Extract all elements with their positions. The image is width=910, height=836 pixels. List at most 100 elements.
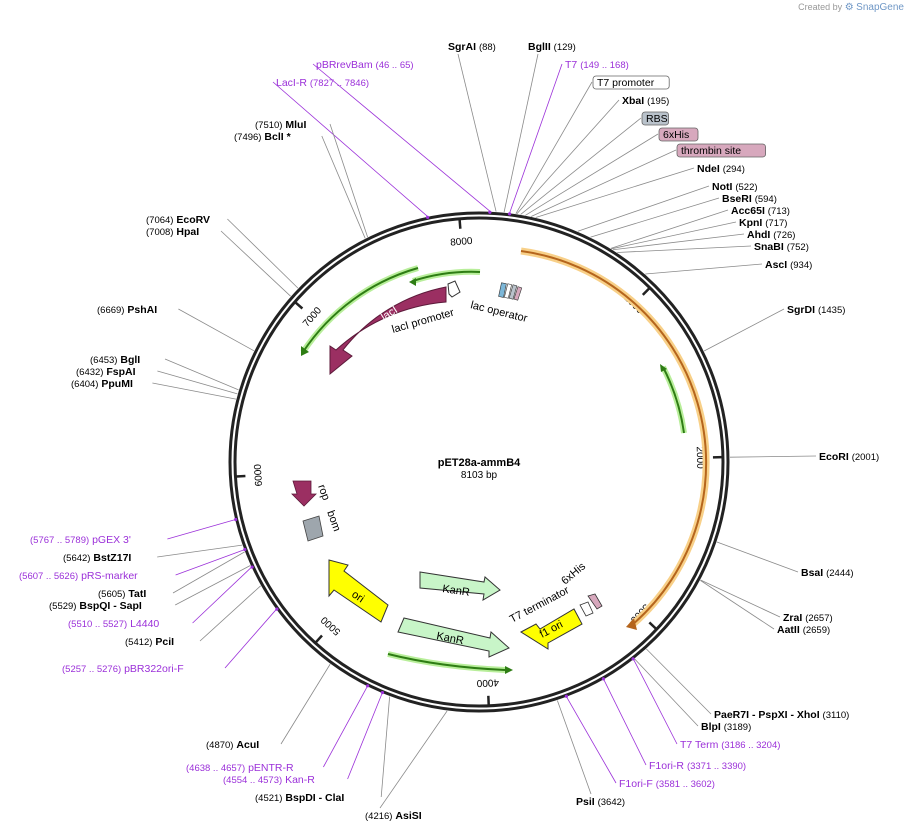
label-zrai[interactable]: ZraI (2657): [783, 612, 833, 624]
label-hpai[interactable]: (7008) HpaI: [146, 226, 199, 238]
label-name-bcli: BclI *: [264, 131, 291, 143]
label-f1orir[interactable]: F1ori-R (3371 .. 3390): [649, 760, 746, 772]
label-pos-pentrr: (4638 .. 4657): [186, 763, 245, 774]
label-pos-f1orif: (3581 .. 3602): [656, 779, 715, 790]
laci-feature[interactable]: lacI: [329, 286, 447, 376]
label-sgrdi[interactable]: SgrDI (1435): [787, 304, 845, 316]
tick-label-4000: 4000: [476, 676, 499, 688]
kanr-bottom-feature[interactable]: KanR: [397, 617, 510, 658]
label-bstz17i[interactable]: (5642) BstZ17I: [63, 552, 131, 564]
label-text-bglii: BglII (129): [528, 41, 576, 53]
label-tati[interactable]: (5605) TatI: [98, 588, 146, 600]
label-ppumi[interactable]: (6404) PpuMI: [71, 378, 133, 390]
snapgene-brand: SnapGene: [856, 2, 904, 13]
orf-right-small[interactable]: [660, 364, 687, 434]
tick-mark-7000: [294, 301, 304, 310]
leader-noti: [577, 185, 710, 232]
label-text-t7: T7 (149 .. 168): [565, 59, 629, 71]
kanr-top-feature[interactable]: KanR: [419, 571, 501, 601]
label-acui[interactable]: (4870) AcuI: [206, 739, 259, 751]
label-bglii[interactable]: BglII (129): [528, 41, 576, 53]
label-name-asisi: AsiSI: [395, 810, 421, 822]
label-name-bspqi: BspQI - SapI: [79, 600, 142, 612]
label-kanr_p[interactable]: (4554 .. 4573) Kan-R: [223, 774, 315, 786]
label-pos-bsai: (2444): [826, 568, 853, 579]
label-pbr322[interactable]: (5257 .. 5276) pBR322ori-F: [62, 663, 184, 675]
leader-mlui: [329, 123, 368, 238]
primer-mark-pbrrevbam: [488, 210, 492, 214]
label-pbrrevbam[interactable]: pBRrevBam (46 .. 65): [316, 59, 414, 71]
label-ahdi[interactable]: AhdI (726): [747, 229, 795, 241]
label-bsai[interactable]: BsaI (2444): [801, 567, 854, 579]
label-pos-bgli: (6453): [90, 355, 117, 366]
label-ecori[interactable]: EcoRI (2001): [819, 451, 879, 463]
label-l4440[interactable]: (5510 .. 5527) L4440: [68, 618, 159, 630]
label-bspqi[interactable]: (5529) BspQI - SapI: [49, 600, 142, 612]
label-6xhis[interactable]: 6xHis: [658, 127, 699, 142]
label-ecorv[interactable]: (7064) EcoRV: [146, 214, 210, 226]
orf-bottom[interactable]: [387, 651, 513, 674]
label-pos-noti: (522): [735, 182, 757, 193]
bom-feature[interactable]: bom: [302, 509, 343, 542]
orf-top-left[interactable]: [409, 268, 481, 286]
label-pos-zrai: (2657): [805, 613, 832, 624]
label-name-psii: PsiI: [576, 796, 595, 808]
label-text-acui: (4870) AcuI: [206, 739, 259, 751]
label-fspai[interactable]: (6432) FspAI: [76, 366, 136, 378]
orf-right[interactable]: [520, 247, 710, 630]
label-prsmarker[interactable]: (5607 .. 5626) pRS-marker: [19, 570, 138, 582]
orf-left-large[interactable]: [300, 265, 419, 356]
label-asci[interactable]: AscI (934): [765, 259, 812, 271]
label-kpni[interactable]: KpnI (717): [739, 217, 787, 229]
ori-feature[interactable]: ori: [328, 559, 389, 623]
label-bspdi[interactable]: (4521) BspDI - ClaI: [255, 792, 344, 804]
primer-mark-pgex3: [234, 517, 238, 522]
label-pos-tati: (5605): [98, 589, 125, 600]
label-pos-ndei: (294): [723, 164, 745, 175]
label-pshai[interactable]: (6669) PshAI: [97, 304, 157, 316]
leader-acui: [280, 663, 331, 745]
rop-feature[interactable]: rop: [291, 480, 332, 507]
6xhis-inner-feature[interactable]: 6xHis: [559, 560, 603, 610]
created-by-label: Created by: [798, 2, 843, 12]
label-t7term[interactable]: T7 Term (3186 .. 3204): [680, 739, 780, 751]
label-lacir[interactable]: LacI-R (7827 .. 7846): [276, 77, 369, 89]
label-text-sgrdi: SgrDI (1435): [787, 304, 845, 316]
label-t7prom[interactable]: T7 promoter: [592, 75, 670, 90]
label-pos-sgrai: (88): [479, 42, 496, 53]
leader-tati: [172, 551, 245, 594]
label-snabi[interactable]: SnaBI (752): [754, 241, 809, 253]
label-t7[interactable]: T7 (149 .. 168): [565, 59, 629, 71]
label-psii[interactable]: PsiI (3642): [576, 796, 625, 808]
label-blpi[interactable]: BlpI (3189): [701, 721, 751, 733]
leader-l4440: [192, 567, 252, 624]
label-mlui[interactable]: (7510) MluI: [255, 119, 306, 131]
label-f1orif[interactable]: F1ori-F (3581 .. 3602): [619, 778, 715, 790]
label-pos-acc65i: (713): [768, 206, 790, 217]
primer-mark-pentrr: [366, 684, 370, 688]
leader-rbs: [520, 117, 642, 215]
t7-terminator-feature[interactable]: T7 terminator: [508, 584, 594, 626]
label-asisi[interactable]: (4216) AsiSI: [365, 810, 422, 822]
label-acc65i[interactable]: Acc65I (713): [731, 205, 790, 217]
leader-bspqi: [175, 565, 251, 606]
label-rbs[interactable]: RBS: [641, 111, 670, 126]
label-pos-paer7i: (3110): [823, 710, 850, 721]
label-paer7i[interactable]: PaeR7I - PspXI - XhoI (3110): [714, 709, 849, 721]
label-sgrai[interactable]: SgrAI (88): [448, 41, 496, 53]
label-noti[interactable]: NotI (522): [712, 181, 758, 193]
label-beseri[interactable]: BseRI (594): [722, 193, 777, 205]
label-aatii[interactable]: AatII (2659): [777, 624, 830, 636]
label-xbai[interactable]: XbaI (195): [622, 95, 669, 107]
lac-operator-feature[interactable]: lac operator: [469, 282, 529, 325]
label-pgex3[interactable]: (5767 .. 5789) pGEX 3': [30, 534, 131, 546]
label-name-aatii: AatII: [777, 624, 800, 636]
label-text-bspqi: (5529) BspQI - SapI: [49, 600, 142, 612]
label-thrombin[interactable]: thrombin site: [676, 143, 766, 158]
label-pentrr[interactable]: (4638 .. 4657) pENTR-R: [186, 762, 294, 774]
label-name-pgex3: pGEX 3': [92, 534, 131, 546]
label-bgli[interactable]: (6453) BglI: [90, 354, 140, 366]
label-ndei[interactable]: NdeI (294): [697, 163, 745, 175]
label-bcli[interactable]: (7496) BclI *: [234, 131, 292, 143]
label-pcii[interactable]: (5412) PciI: [125, 636, 174, 648]
